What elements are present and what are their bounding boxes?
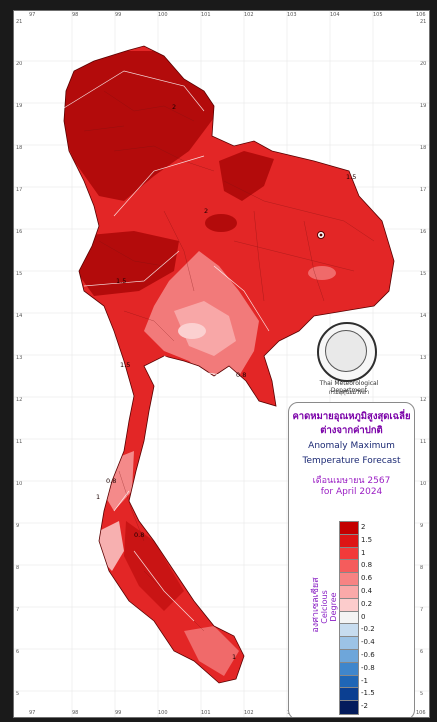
contour-label: 1.5 bbox=[346, 173, 356, 181]
contour-label: 1.5 bbox=[116, 277, 126, 285]
legend-panel: คาดหมายอุณหภูมิสูงสุดเฉลี่ย ต่างจากค่าปก… bbox=[288, 402, 415, 717]
longitude-tick-label: 97 bbox=[29, 710, 36, 716]
contour-label: 1.5 bbox=[120, 361, 130, 369]
legend-month-th: เดือนเมษายน 2567 bbox=[312, 476, 391, 486]
legend-swatch bbox=[339, 700, 359, 715]
latitude-tick-label: 11 bbox=[420, 439, 427, 445]
latitude-tick-label: 6 bbox=[420, 649, 424, 655]
longitude-tick-label: 102 bbox=[244, 710, 254, 716]
latitude-tick-label: 15 bbox=[16, 271, 23, 277]
latitude-tick-label: 15 bbox=[420, 271, 427, 277]
longitude-tick-label: 106 bbox=[416, 12, 426, 18]
longitude-tick-label: 103 bbox=[287, 12, 297, 18]
latitude-tick-label: 21 bbox=[16, 19, 23, 25]
legend-swatch-label: 1 bbox=[361, 548, 366, 557]
legend-month-en: for April 2024 bbox=[320, 487, 383, 497]
latitude-tick-label: 16 bbox=[420, 229, 427, 235]
legend-swatch-label: 0.6 bbox=[361, 574, 373, 583]
legend-swatch-label: 1.5 bbox=[361, 535, 373, 544]
latitude-tick-label: 12 bbox=[420, 397, 427, 403]
latitude-tick-label: 21 bbox=[420, 19, 427, 25]
latitude-tick-label: 5 bbox=[16, 691, 20, 697]
latitude-tick-label: 20 bbox=[16, 61, 23, 67]
contour-label: 0.8 bbox=[134, 531, 144, 539]
latitude-tick-label: 14 bbox=[16, 313, 23, 319]
latitude-tick-label: 12 bbox=[16, 397, 23, 403]
longitude-tick-label: 101 bbox=[201, 12, 211, 18]
contour-label: 0.8 bbox=[106, 477, 116, 485]
latitude-tick-label: 10 bbox=[16, 481, 23, 487]
latitude-tick-label: 6 bbox=[16, 649, 20, 655]
country-outline bbox=[63, 45, 395, 684]
contour-lines bbox=[58, 70, 270, 622]
contour-label: 1 bbox=[232, 653, 236, 661]
longitude-tick-label: 100 bbox=[158, 12, 168, 18]
latitude-tick-label: 14 bbox=[420, 313, 427, 319]
latitude-tick-label: 13 bbox=[16, 355, 23, 361]
legend-title-en-2: Temperature Forecast bbox=[302, 456, 401, 466]
latitude-tick-label: 5 bbox=[420, 691, 424, 697]
latitude-tick-label: 20 bbox=[420, 61, 427, 67]
latitude-tick-label: 19 bbox=[420, 103, 427, 109]
contour-label: 1 bbox=[96, 493, 100, 501]
legend-swatch-label: -0.2 bbox=[361, 625, 375, 634]
latitude-tick-label: 10 bbox=[420, 481, 427, 487]
latitude-tick-label: 17 bbox=[16, 187, 23, 193]
contour-label: 2 bbox=[204, 207, 208, 215]
legend-swatch-label: -0.6 bbox=[361, 651, 375, 659]
legend-swatch-label: -1.5 bbox=[361, 689, 375, 698]
latitude-tick-label: 7 bbox=[16, 607, 20, 613]
latitude-tick-label: 18 bbox=[420, 145, 427, 151]
latitude-tick-label: 9 bbox=[420, 523, 424, 529]
agency-name-en: Thai Meteorological Department bbox=[319, 380, 379, 394]
latitude-tick-label: 11 bbox=[16, 439, 23, 445]
longitude-tick-label: 100 bbox=[158, 710, 168, 716]
longitude-tick-label: 99 bbox=[115, 12, 122, 18]
legend-swatch-label: -0.4 bbox=[361, 638, 375, 647]
legend-unit-en: Celcious Degree bbox=[320, 590, 338, 624]
longitude-tick-label: 99 bbox=[115, 710, 122, 716]
latitude-tick-label: 18 bbox=[16, 145, 23, 151]
longitude-tick-label: 97 bbox=[29, 12, 36, 18]
legend-swatch-label: 0.4 bbox=[361, 587, 373, 595]
legend-swatch-label: 0 bbox=[361, 612, 366, 621]
legend-title-en-1: Anomaly Maximum bbox=[308, 441, 395, 451]
contour-label: 2 bbox=[172, 103, 176, 111]
latitude-tick-label: 17 bbox=[420, 187, 427, 193]
longitude-tick-label: 101 bbox=[201, 710, 211, 716]
legend-swatch-label: 2 bbox=[361, 523, 366, 531]
contour-label: 0.8 bbox=[236, 371, 246, 379]
longitude-tick-label: 106 bbox=[416, 710, 426, 716]
agency-name-th: กรมอุตุนิยมวิทยา bbox=[328, 390, 370, 396]
province-boundaries bbox=[83, 90, 375, 632]
latitude-tick-label: 13 bbox=[420, 355, 427, 361]
legend-swatch-label: 0.2 bbox=[361, 599, 373, 608]
longitude-tick-label: 104 bbox=[330, 12, 340, 18]
legend-swatch-label: -2 bbox=[361, 702, 368, 711]
latitude-tick-label: 8 bbox=[16, 565, 20, 571]
longitude-tick-label: 98 bbox=[72, 710, 79, 716]
contour-label-group: 2 1.5 2 1.5 0.8 1.5 0.8 1 0.8 1 bbox=[96, 103, 356, 661]
legend-swatch-label: -1 bbox=[361, 676, 368, 685]
legend-title-th-1: คาดหมายอุณหภูมิสูงสุดเฉลี่ย bbox=[292, 411, 411, 422]
legend-swatch-label: -0.8 bbox=[361, 663, 375, 672]
longitude-tick-label: 105 bbox=[373, 12, 383, 18]
agency-seal-icon bbox=[317, 322, 377, 382]
longitude-tick-label: 98 bbox=[72, 12, 79, 18]
latitude-tick-label: 16 bbox=[16, 229, 23, 235]
longitude-tick-label: 102 bbox=[244, 12, 254, 18]
legend-swatch-label: 0.8 bbox=[361, 561, 373, 570]
legend-title-th-2: ต่างจากค่าปกติ bbox=[320, 425, 383, 436]
latitude-tick-label: 8 bbox=[420, 565, 424, 571]
latitude-tick-label: 19 bbox=[16, 103, 23, 109]
city-marker-dot-icon bbox=[319, 233, 323, 237]
latitude-tick-label: 9 bbox=[16, 523, 20, 529]
latitude-tick-label: 7 bbox=[420, 607, 424, 613]
